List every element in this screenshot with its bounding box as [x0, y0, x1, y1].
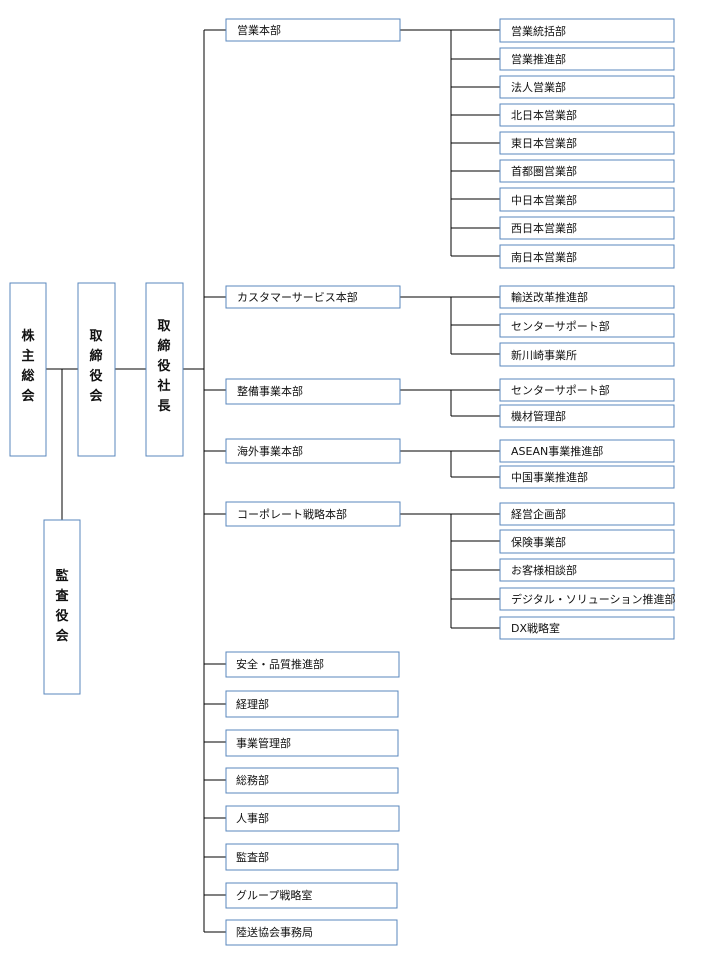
division-corporate-strategy: コーポレート戦略本部 [225, 501, 401, 527]
department-label: ASEAN事業推進部 [511, 444, 603, 458]
department-label: 営業統括部 [511, 24, 566, 38]
standalone-department: グループ戦略室 [225, 882, 398, 909]
department-node: デジタル・ソリューション推進部 [499, 587, 676, 611]
department-label: 輸送改革推進部 [511, 290, 588, 304]
division-sales-label: 営業本部 [237, 23, 281, 37]
division-maintenance-label: 整備事業本部 [237, 384, 303, 398]
department-node: 中日本営業部 [499, 187, 675, 212]
department-node: 輸送改革推進部 [499, 285, 675, 309]
division-overseas-label: 海外事業本部 [237, 444, 303, 458]
division-customer-service: カスタマーサービス本部 [225, 285, 401, 309]
department-node: 北日本営業部 [499, 103, 675, 127]
standalone-department: 総務部 [225, 767, 399, 794]
standalone-department-label: 人事部 [236, 811, 269, 825]
node-board-of-directors: 取締役会 [77, 282, 116, 457]
department-node: 機材管理部 [499, 404, 675, 428]
standalone-department: 安全・品質推進部 [225, 651, 400, 678]
division-overseas: 海外事業本部 [225, 438, 401, 464]
department-label: 営業推進部 [511, 52, 566, 66]
department-label: お客様相談部 [511, 563, 577, 577]
node-audit-board: 監査役会 [43, 519, 81, 695]
standalone-department-label: 監査部 [236, 850, 269, 864]
standalone-department-label: 安全・品質推進部 [236, 657, 324, 671]
department-label: 西日本営業部 [511, 221, 577, 235]
division-corporate-strategy-label: コーポレート戦略本部 [237, 507, 347, 521]
department-label: 南日本営業部 [511, 250, 577, 264]
department-label: 中国事業推進部 [511, 470, 588, 484]
standalone-department: 陸送協会事務局 [225, 919, 398, 946]
department-label: 東日本営業部 [511, 136, 577, 150]
department-node: 法人営業部 [499, 75, 675, 99]
department-node: 営業推進部 [499, 47, 675, 71]
department-label: センターサポート部 [511, 319, 610, 333]
standalone-department: 人事部 [225, 805, 400, 832]
standalone-department-label: 事業管理部 [236, 736, 291, 750]
department-label: 経営企画部 [511, 507, 566, 521]
division-sales: 営業本部 [225, 18, 401, 42]
department-node: ASEAN事業推進部 [499, 439, 675, 463]
node-president-label: 取締役社長 [156, 319, 171, 414]
division-maintenance: 整備事業本部 [225, 378, 401, 405]
standalone-department-label: 陸送協会事務局 [236, 925, 313, 939]
standalone-department-label: 経理部 [236, 697, 269, 711]
department-node: 保険事業部 [499, 529, 675, 554]
department-node: 経営企画部 [499, 502, 675, 526]
node-board-of-directors-label: 取締役会 [89, 329, 103, 404]
node-shareholders-meeting: 株主総会 [9, 282, 47, 457]
node-audit-board-label: 監査役会 [54, 568, 69, 644]
department-node: 新川崎事業所 [499, 342, 675, 367]
department-label: 新川崎事業所 [511, 348, 577, 362]
node-shareholders-meeting-label: 株主総会 [21, 328, 35, 404]
department-node: 東日本営業部 [499, 131, 675, 155]
department-label: デジタル・ソリューション推進部 [511, 592, 676, 606]
department-node: 中国事業推進部 [499, 465, 675, 489]
department-label: 首都圏営業部 [511, 164, 577, 178]
department-node: お客様相談部 [499, 558, 675, 582]
department-label: 機材管理部 [511, 409, 566, 423]
department-node: 西日本営業部 [499, 216, 675, 240]
division-customer-service-label: カスタマーサービス本部 [237, 290, 358, 304]
department-label: 保険事業部 [511, 535, 566, 549]
standalone-department-label: グループ戦略室 [236, 888, 312, 902]
department-node: DX戦略室 [499, 616, 675, 640]
standalone-department: 経理部 [225, 690, 399, 718]
standalone-department-label: 総務部 [236, 773, 269, 787]
department-label: DX戦略室 [511, 621, 560, 635]
department-label: 北日本営業部 [511, 108, 577, 122]
department-label: 中日本営業部 [511, 193, 577, 207]
department-node: 営業統括部 [499, 18, 675, 43]
department-label: 法人営業部 [511, 80, 566, 94]
department-node: 首都圏営業部 [499, 159, 675, 183]
department-label: センターサポート部 [511, 383, 610, 397]
standalone-department: 事業管理部 [225, 729, 399, 757]
department-node: 南日本営業部 [499, 244, 675, 269]
connector-lines [46, 29, 500, 933]
department-node: センターサポート部 [499, 313, 675, 338]
department-node: センターサポート部 [499, 378, 675, 402]
standalone-department: 監査部 [225, 843, 399, 871]
node-president: 取締役社長 [145, 282, 184, 457]
